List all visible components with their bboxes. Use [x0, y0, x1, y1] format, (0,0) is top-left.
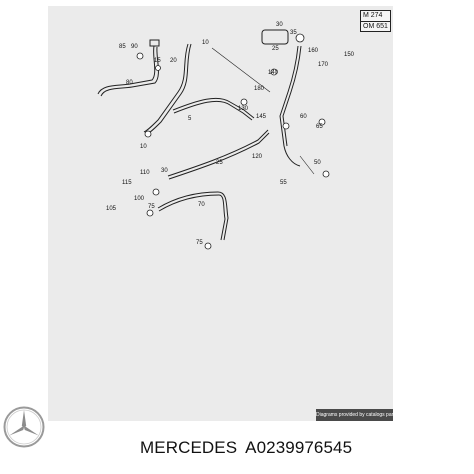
callout-label: 25: [272, 46, 279, 52]
callout-label: 65: [316, 124, 323, 130]
callout-label: 30: [276, 22, 283, 28]
mercedes-star-logo: [3, 406, 45, 448]
callout-label: 85: [119, 44, 126, 50]
callout-label: 110: [140, 170, 150, 176]
callout-label: 145: [256, 114, 267, 120]
hose-assembly-diagram: [97, 29, 330, 250]
brand-name: MERCEDES: [140, 438, 238, 457]
callout-label: 170: [318, 62, 329, 68]
callout-label: 140: [268, 70, 279, 76]
callout-label: 115: [122, 180, 132, 186]
callout-label: 120: [252, 154, 263, 160]
callout-label: 10: [140, 144, 147, 150]
callout-label: 160: [308, 48, 319, 54]
callout-label: 55: [280, 180, 287, 186]
engine-code-box: M 274 OM 651: [360, 10, 391, 32]
callout-label: 150: [344, 52, 355, 58]
diagram-credit-badge: Diagrams provided by catalogs parts: [316, 409, 397, 421]
callout-label: 15: [154, 58, 161, 64]
part-number: A0239976545: [245, 438, 353, 457]
diagram-panel: M 274 OM 651 85 90 10 15 20 80 5 10 30 3…: [48, 6, 397, 421]
callout-label: 75: [148, 204, 155, 210]
callout-label: 10: [202, 40, 209, 46]
callout-label: 75: [196, 240, 203, 246]
callout-label: 130: [238, 106, 249, 112]
callout-label: 5: [188, 116, 192, 122]
callout-label: 70: [198, 202, 205, 208]
callout-label: 180: [254, 86, 265, 92]
engine-code: M 274: [363, 12, 383, 19]
engine-code: OM 651: [361, 21, 390, 32]
callout-label: 25: [216, 160, 223, 166]
callout-label: 30: [161, 168, 168, 174]
callout-label: 35: [290, 30, 297, 36]
callout-label: 20: [170, 58, 177, 64]
callout-label: 100: [134, 196, 145, 202]
callout-label: 50: [314, 160, 321, 166]
callout-label: 60: [300, 114, 307, 120]
callout-label: 80: [126, 80, 133, 86]
callout-label: 90: [131, 44, 138, 50]
part-title: MERCEDES A0239976545: [140, 438, 352, 458]
callout-label: 105: [106, 206, 117, 212]
